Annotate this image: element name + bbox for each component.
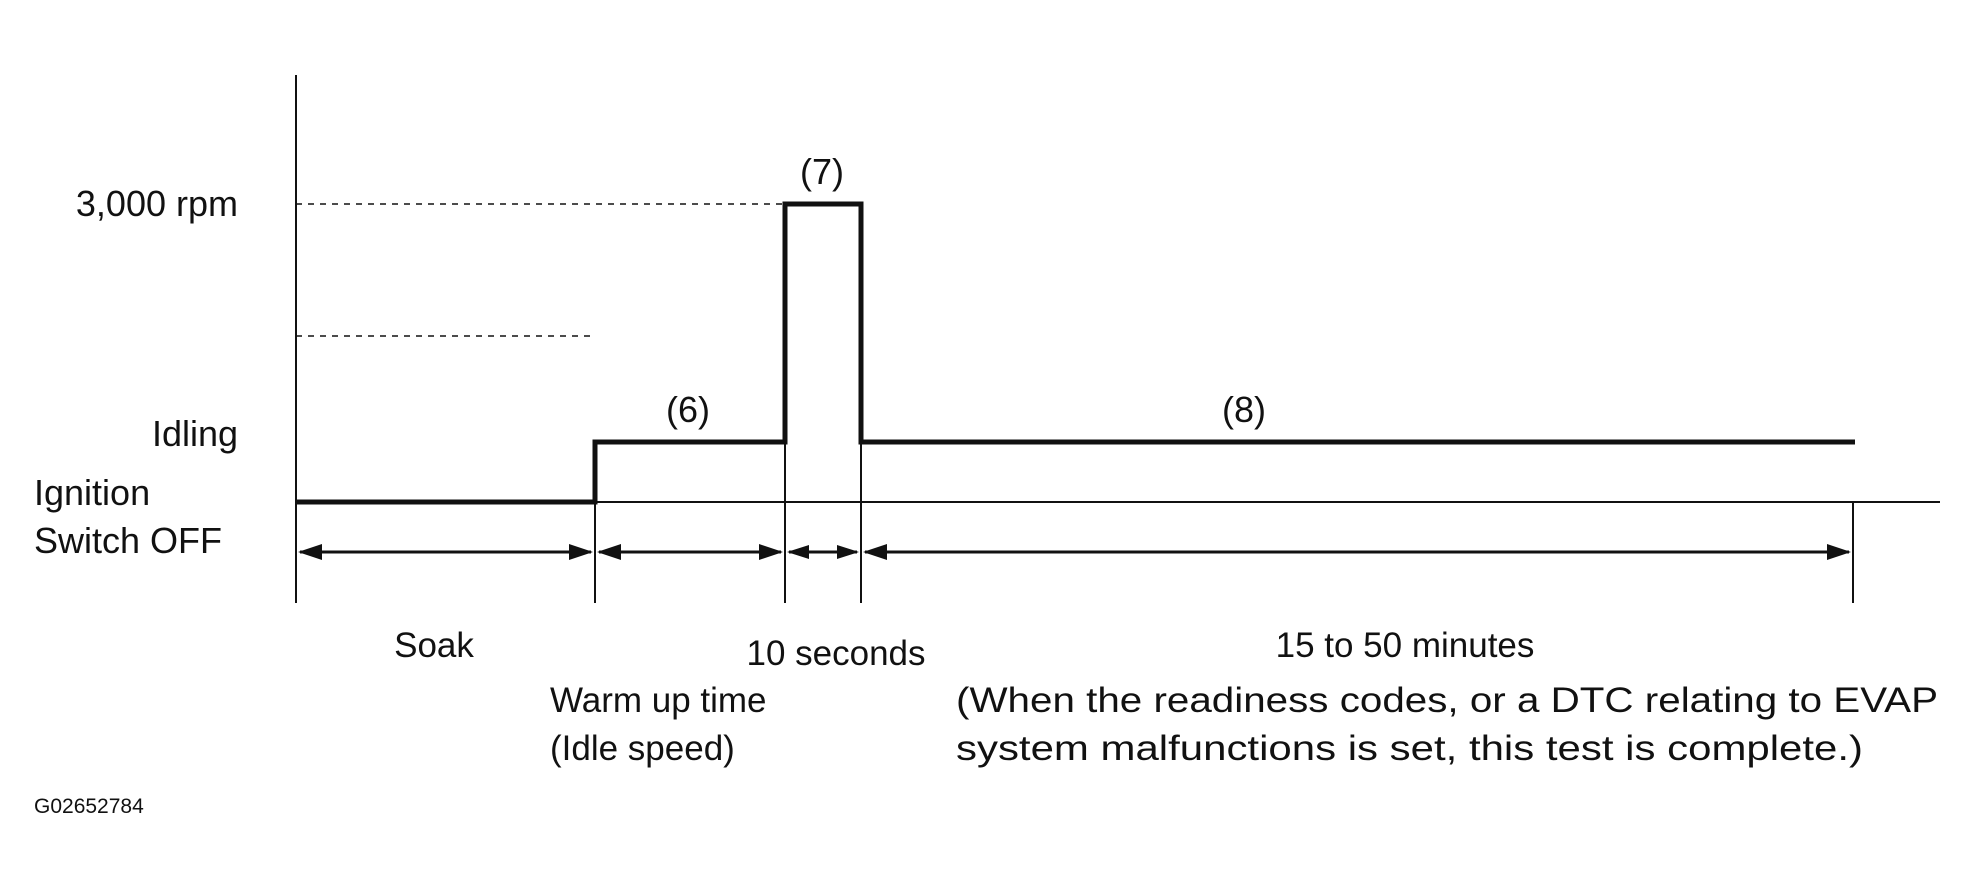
period-long-note-line2: system malfunctions is set, this test is… [956,729,1863,768]
figure-id: G02652784 [34,795,144,818]
period-ten-seconds: 10 seconds [746,634,925,673]
period-soak: Soak [394,626,474,665]
period-warmup-line1: Warm up time [550,681,767,720]
dimension-ten-seconds [787,545,859,559]
level-label-high: 3,000 rpm [76,183,238,224]
level-label-off-line2: Switch OFF [34,520,222,561]
level-label-idle: Idling [152,413,238,454]
step-label-6: (6) [666,389,710,430]
step-label-8: (8) [1222,389,1266,430]
level-label-off-line1: Ignition [34,472,150,513]
period-warmup-line2: (Idle speed) [550,729,735,768]
engine-speed-profile [296,201,1855,505]
dimension-long-duration [863,544,1851,560]
dimension-soak [298,544,593,560]
period-long-note-line1: (When the readiness codes, or a DTC rela… [956,681,1938,720]
step-label-7: (7) [800,151,844,192]
dimension-warmup [597,544,783,560]
period-long-duration: 15 to 50 minutes [1276,626,1535,665]
